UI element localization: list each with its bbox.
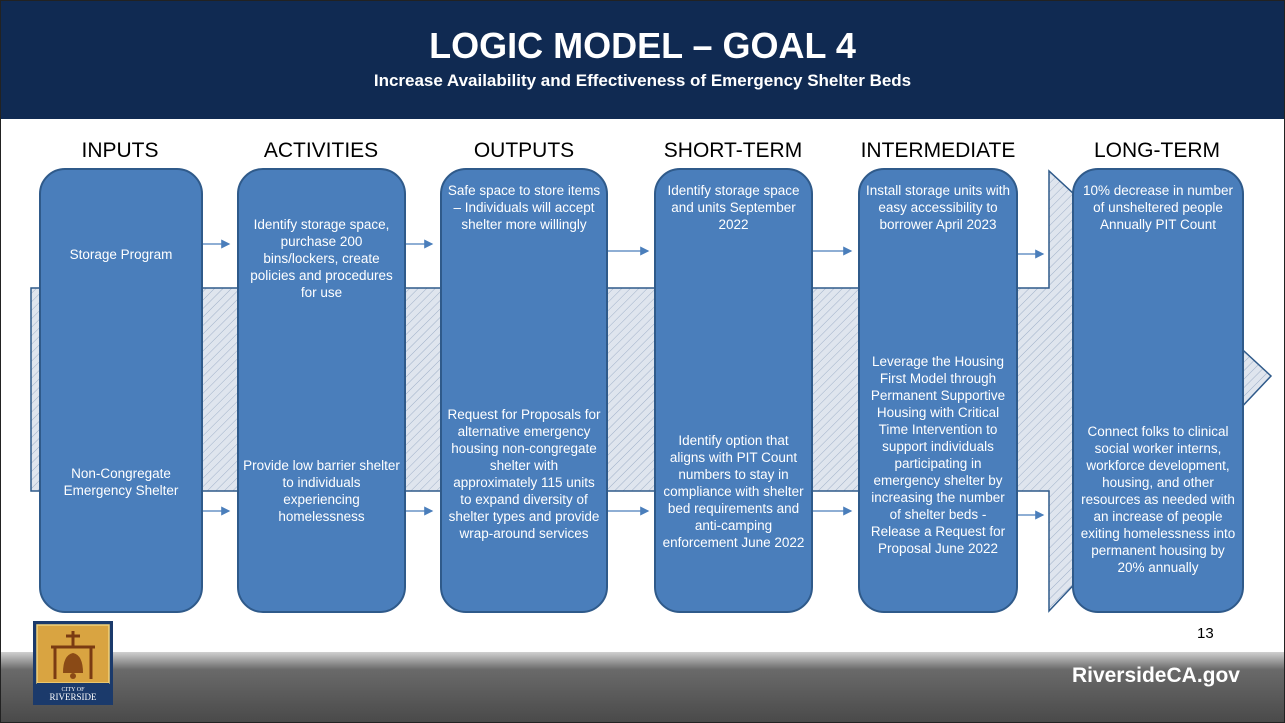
inputs-row1-text: Storage Program (69, 247, 173, 262)
title-banner: LOGIC MODEL – GOAL 4 Increase Availabili… (1, 1, 1284, 119)
logo-text-top: CITY OF (62, 687, 86, 693)
footer-website: RiversideCA.gov (1071, 664, 1240, 687)
city-logo: CITY OF RIVERSIDE (33, 621, 113, 705)
column-box-long-term (1072, 168, 1244, 613)
column-box-short-term (654, 168, 813, 613)
page-number: 13 (1197, 625, 1214, 642)
column-box-outputs (440, 168, 608, 613)
outputs-row1-text: Safe space to store items – Individuals … (447, 183, 601, 232)
long-term-row1-text: 10% decrease in number of unsheltered pe… (1082, 183, 1234, 232)
column-heading-activities: ACTIVITIES (263, 139, 379, 162)
footer-bar (1, 652, 1284, 722)
logo-text-bottom: RIVERSIDE (50, 692, 98, 702)
column-heading-short-term: SHORT-TERM (663, 139, 803, 162)
inputs-row2-text: Non-Congregate Emergency Shelter (63, 466, 179, 498)
column-box-intermediate (858, 168, 1018, 613)
column-heading-outputs: OUTPUTS (473, 139, 575, 162)
intermediate-row2-text: Leverage the Housing First Model through… (870, 354, 1006, 556)
activities-row1-text: Identify storage space, purchase 200 bin… (250, 217, 393, 300)
column-heading-long-term: LONG-TERM (1094, 139, 1220, 162)
column-heading-intermediate: INTERMEDIATE (860, 139, 1016, 162)
short-term-row1-text: Identify storage space and units Septemb… (667, 183, 800, 232)
slide-title: LOGIC MODEL – GOAL 4 (429, 25, 856, 66)
column-heading-inputs: INPUTS (81, 139, 159, 162)
long-term-row2-text: Connect folks to clinical social worker … (1080, 424, 1236, 575)
slide-subtitle: Increase Availability and Effectiveness … (373, 71, 912, 90)
column-box-activities (237, 168, 406, 613)
activities-row2-text: Provide low barrier shelter to individua… (243, 458, 400, 524)
intermediate-row1-text: Install storage units with easy accessib… (865, 183, 1011, 232)
short-term-row2-text: Identify option that aligns with PIT Cou… (662, 433, 805, 550)
outputs-row2-text: Request for Proposals for alternative em… (447, 407, 601, 541)
connector-arrows (203, 239, 1045, 520)
column-box-inputs (39, 168, 203, 613)
